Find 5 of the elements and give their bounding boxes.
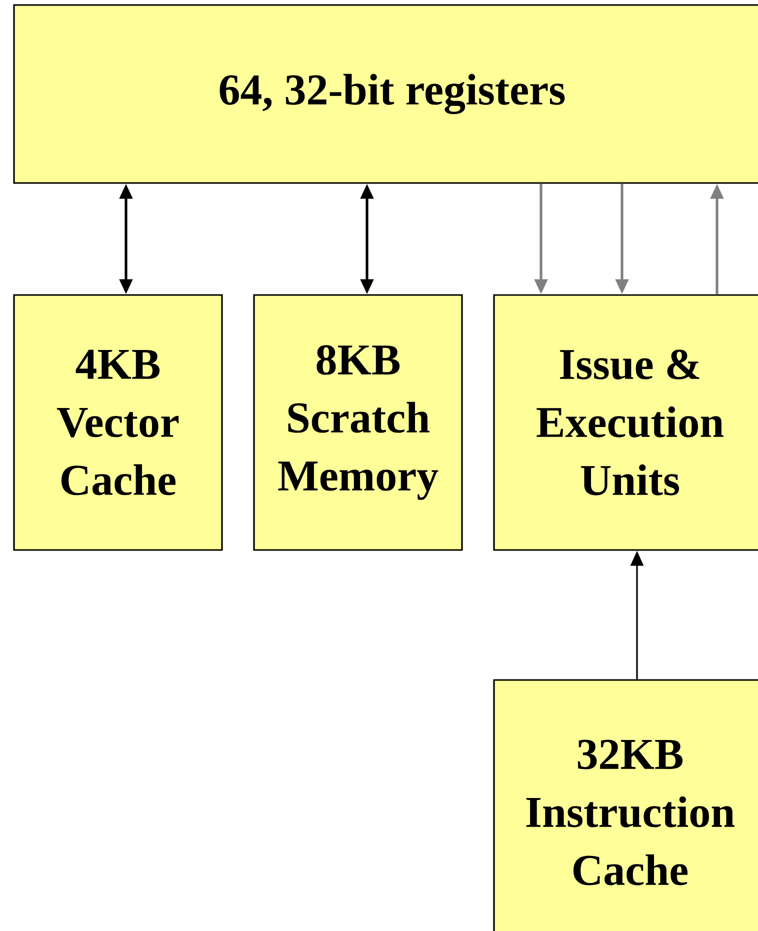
block-box: 32KB Instruction Cache [493,679,758,931]
block-box: 8KB Scratch Memory [253,294,463,551]
block-box: 4KB Vector Cache [13,294,223,551]
block-box: Issue & Execution Units [493,294,758,551]
block-box: 64, 32-bit registers [13,4,758,184]
